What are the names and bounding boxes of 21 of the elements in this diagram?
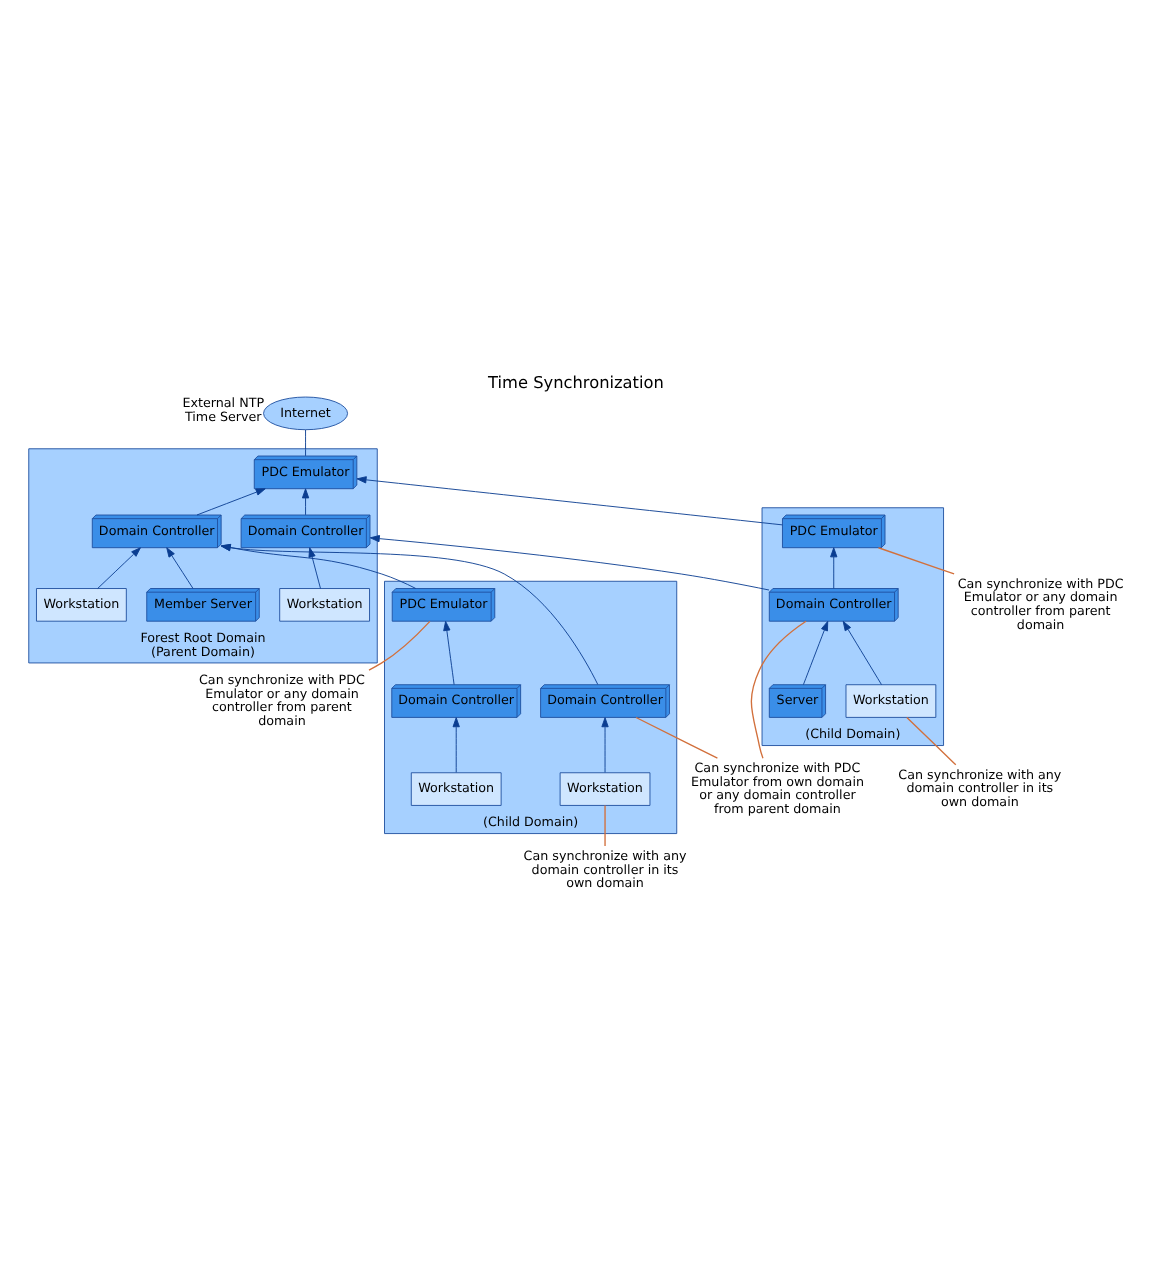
connector (906, 716, 957, 766)
arrow (369, 535, 770, 591)
arrow (842, 620, 882, 686)
arrow (220, 543, 599, 685)
arrow (830, 547, 838, 589)
arrow (301, 488, 310, 516)
arrow (452, 717, 460, 773)
arrow (166, 547, 194, 589)
arrow (443, 620, 455, 686)
arrow (356, 476, 783, 526)
arrow (97, 547, 141, 589)
diagram-title: Time Synchronization (488, 372, 664, 393)
connector (305, 429, 306, 457)
arrow (308, 547, 321, 589)
arrow (196, 488, 266, 516)
connector (604, 804, 606, 847)
arrow (220, 543, 417, 589)
arrow (601, 717, 609, 773)
connector (635, 716, 719, 759)
arrow (803, 620, 829, 686)
connector (750, 620, 807, 759)
